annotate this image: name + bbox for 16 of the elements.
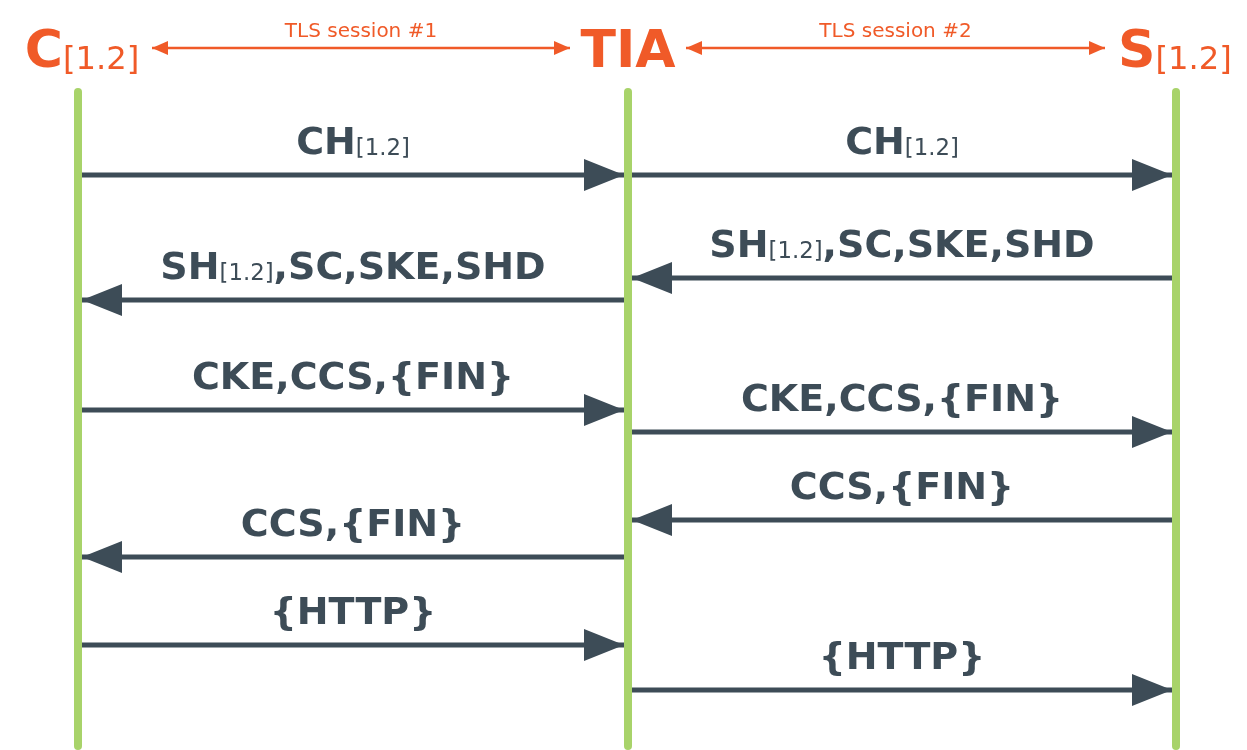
- arrow: [632, 262, 1172, 294]
- arrow: [82, 159, 624, 191]
- arrow: [686, 41, 1105, 55]
- lifeline-heading: TIA: [570, 18, 686, 80]
- arrow: [632, 504, 1172, 536]
- arrow: [632, 416, 1172, 448]
- arrow: [82, 284, 624, 316]
- arrow: [632, 159, 1172, 191]
- arrow: [152, 41, 570, 55]
- arrow: [632, 674, 1172, 706]
- lifeline-bar: [74, 88, 82, 750]
- arrow: [82, 541, 624, 573]
- lifeline-bar: [1172, 88, 1180, 750]
- lifeline-bar: [624, 88, 632, 750]
- arrow: [82, 394, 624, 426]
- arrow: [82, 629, 624, 661]
